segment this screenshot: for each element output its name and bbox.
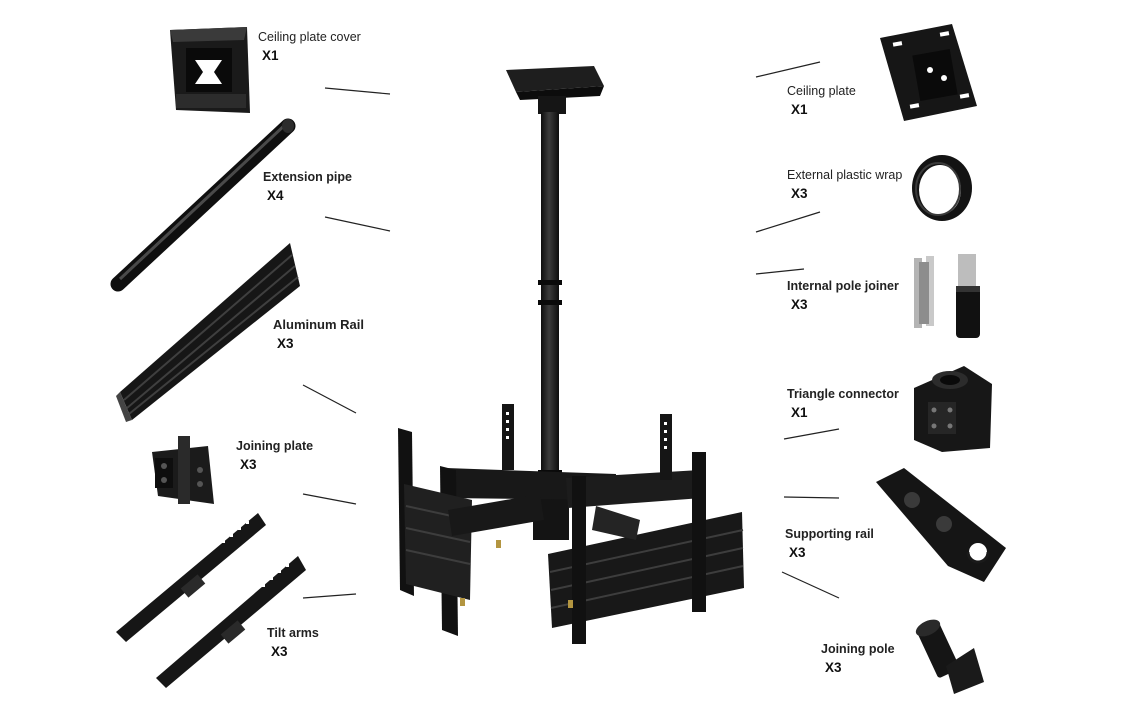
part-quantity: X1 xyxy=(262,48,279,63)
label-external-plastic-wrap: External plastic wrap X3 xyxy=(787,168,902,202)
leader-aluminum-rail xyxy=(302,384,357,414)
label-ceiling-plate: Ceiling plate X1 xyxy=(787,84,856,118)
part-quantity: X1 xyxy=(791,102,808,117)
part-quantity: X3 xyxy=(240,457,257,472)
part-quantity: X3 xyxy=(789,545,806,560)
label-ceiling-plate-cover: Ceiling plate cover X1 xyxy=(258,30,361,64)
plastic-wrap-icon xyxy=(912,155,972,221)
part-quantity: X3 xyxy=(791,297,808,312)
label-internal-pole-joiner: Internal pole joiner X3 xyxy=(787,279,899,313)
leader-ceiling-plate xyxy=(755,61,821,78)
leader-ceiling-plate-cover xyxy=(324,87,391,95)
assembled-mount-icon xyxy=(398,66,744,644)
leader-internal-pole-joiner xyxy=(755,268,805,275)
part-name: Joining pole xyxy=(821,642,895,656)
ceiling-plate-cover-icon xyxy=(170,27,250,113)
leader-joining-plate xyxy=(302,493,357,505)
aluminum-rail-icon xyxy=(116,243,300,422)
part-quantity: X1 xyxy=(791,405,808,420)
joining-plate-icon xyxy=(152,436,214,504)
label-joining-pole: Joining pole X3 xyxy=(821,642,895,676)
part-quantity: X3 xyxy=(791,186,808,201)
label-aluminum-rail: Aluminum Rail X3 xyxy=(273,317,364,352)
joining-pole-icon xyxy=(915,619,984,694)
leader-joining-pole xyxy=(781,571,840,599)
label-joining-plate: Joining plate X3 xyxy=(236,439,313,473)
part-quantity: X4 xyxy=(267,188,284,203)
triangle-connector-icon xyxy=(914,366,992,452)
part-name: Triangle connector xyxy=(787,387,899,401)
part-quantity: X3 xyxy=(277,335,294,351)
part-name: Tilt arms xyxy=(267,626,319,640)
leader-external-plastic-wrap xyxy=(755,211,821,233)
part-name: Supporting rail xyxy=(785,527,874,541)
part-name: Aluminum Rail xyxy=(273,317,365,332)
part-name: Extension pipe xyxy=(263,170,352,184)
leader-triangle-connector xyxy=(783,428,840,440)
label-tilt-arms: Tilt arms X3 xyxy=(267,626,319,660)
tilt-arm-icon xyxy=(116,513,306,688)
extension-pipe-icon xyxy=(110,118,296,292)
leader-supporting-rail xyxy=(783,496,840,499)
leader-lines xyxy=(302,61,840,599)
part-name: Ceiling plate cover xyxy=(258,30,361,44)
supporting-rail-icon xyxy=(876,468,1006,582)
label-extension-pipe: Extension pipe X4 xyxy=(263,170,352,204)
label-supporting-rail: Supporting rail X3 xyxy=(785,527,874,561)
part-name: Internal pole joiner xyxy=(787,279,899,293)
pole-joiner-icon xyxy=(914,254,980,338)
part-name: Joining plate xyxy=(236,439,314,453)
part-quantity: X3 xyxy=(825,660,842,675)
leader-tilt-arms xyxy=(302,593,357,599)
leader-extension-pipe xyxy=(324,216,391,232)
part-name: Ceiling plate xyxy=(787,84,856,98)
part-quantity: X3 xyxy=(271,644,288,659)
ceiling-plate-icon xyxy=(880,24,977,121)
part-name: External plastic wrap xyxy=(787,168,903,182)
label-triangle-connector: Triangle connector X1 xyxy=(787,387,899,421)
